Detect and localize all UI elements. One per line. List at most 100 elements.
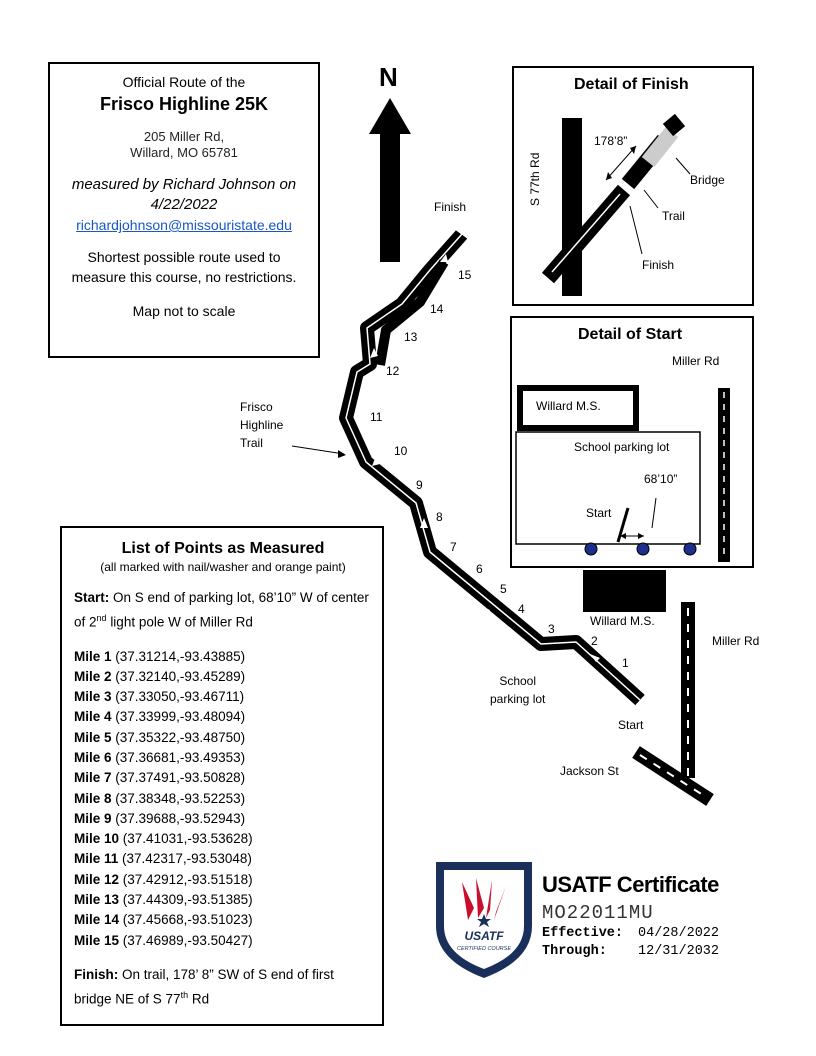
mile-marker: 12	[386, 364, 400, 378]
finish-label: Finish	[434, 200, 467, 214]
mile-point-label: Mile 13	[74, 892, 120, 908]
mile-point-label: Mile 1	[74, 648, 112, 664]
certificate-code: MO22011MU	[542, 902, 654, 924]
mile-point-label: Mile 14	[74, 912, 120, 928]
start-desc-sup: nd	[96, 613, 107, 623]
mile-point-row: Mile 5 (37.35322,-93.48750)	[74, 728, 372, 748]
trail-label: Frisco Highline Trail	[240, 398, 283, 452]
points-title: List of Points as Measured	[121, 540, 325, 557]
finish-desc-sup: th	[180, 989, 189, 1000]
mile-marker: 5	[500, 582, 507, 596]
finish-description: Finish: On trail, 178’ 8” SW of S end of…	[74, 965, 372, 1010]
mile-point-label: Mile 6	[74, 749, 112, 765]
mile-point-row: Mile 11 (37.42317,-93.53048)	[74, 849, 372, 869]
trail-label-line2: Highline	[240, 418, 284, 432]
finish-desc-text2: Rd	[191, 991, 210, 1007]
route-note-line1: Shortest possible route used to	[87, 249, 281, 265]
start-desc-text: On S end of parking lot, 68’10” W of cen…	[74, 590, 369, 630]
start-detail-label: Start	[586, 506, 612, 520]
mile-point-coords: (37.32140,-93.45289)	[115, 668, 246, 684]
info-line1: Official Route of the	[122, 74, 246, 90]
effective-label: Effective:	[542, 926, 624, 941]
mile-list: Mile 1 (37.31214,-93.43885)Mile 2 (37.32…	[74, 647, 372, 951]
finish-distance-label: 178’8”	[594, 134, 628, 148]
miller-rd-label: Miller Rd	[712, 634, 760, 648]
mile-point-row: Mile 13 (37.44309,-93.51385)	[74, 890, 372, 910]
mile-point-coords: (37.46989,-93.50427)	[122, 932, 253, 948]
mile-marker: 14	[430, 302, 444, 316]
address-line1: 205 Miller Rd,	[143, 129, 225, 144]
address-line2: Willard, MO 65781	[130, 145, 238, 160]
mile-point-row: Mile 3 (37.33050,-93.46711)	[74, 687, 372, 707]
route-note-line2: measure this course, no restrictions.	[71, 269, 297, 285]
trail-detail-label: Trail	[662, 209, 685, 223]
points-subtitle: (all marked with nail/washer and orange …	[100, 560, 346, 574]
email-link[interactable]: richardjohnson@missouristate.edu	[76, 217, 292, 233]
route-info-box: Official Route of the Frisco Highline 25…	[48, 62, 320, 358]
mile-point-label: Mile 5	[74, 729, 112, 745]
mile-marker: 10	[394, 444, 408, 458]
mile-point-label: Mile 12	[74, 871, 120, 887]
mile-point-coords: (37.39688,-93.52943)	[115, 810, 246, 826]
mile-point-label: Mile 10	[74, 831, 120, 847]
mile-marker: 1	[622, 656, 629, 670]
mile-point-row: Mile 15 (37.46989,-93.50427)	[74, 931, 372, 951]
start-school-label: Willard M.S.	[536, 399, 601, 413]
start-detail-title: Detail of Start	[578, 326, 683, 343]
badge-subtext: CERTIFIED COURSE	[457, 946, 511, 952]
mile-point-row: Mile 1 (37.31214,-93.43885)	[74, 647, 372, 667]
race-name: Frisco Highline 25K	[99, 94, 269, 114]
north-label: N	[379, 62, 398, 92]
jackson-st-label: Jackson St	[560, 764, 619, 778]
through-label: Through:	[542, 944, 607, 959]
effective-row: Effective: 04/28/2022	[542, 926, 719, 941]
mile-point-coords: (37.31214,-93.43885)	[115, 648, 246, 664]
mile-point-coords: (37.36681,-93.49353)	[115, 749, 246, 765]
mile-point-label: Mile 11	[74, 851, 119, 867]
mile-point-row: Mile 6 (37.36681,-93.49353)	[74, 748, 372, 768]
trail-pointer-arrow	[291, 445, 346, 458]
finish-detail-title: Detail of Finish	[574, 76, 689, 93]
start-label: Start	[618, 718, 644, 732]
start-miller-rd-label: Miller Rd	[672, 354, 720, 368]
measured-date: 4/22/2022	[150, 196, 218, 213]
school-lot-line1: School	[499, 674, 537, 688]
points-list-box: List of Points as Measured (all marked w…	[60, 526, 384, 1026]
mile-marker: 4	[518, 602, 525, 616]
school-lot-label: School parking lot	[490, 672, 545, 708]
direction-arrows	[370, 254, 600, 662]
mile-marker: 8	[436, 510, 443, 524]
mile-point-row: Mile 9 (37.39688,-93.52943)	[74, 809, 372, 829]
mile-point-row: Mile 4 (37.33999,-93.48094)	[74, 707, 372, 727]
address: 205 Miller Rd, Willard, MO 65781	[50, 129, 318, 161]
start-desc-text2: light pole W of Miller Rd	[110, 614, 253, 630]
mile-marker: 7	[450, 540, 457, 554]
start-description: Start: On S end of parking lot, 68’10” W…	[74, 588, 372, 633]
mile-point-row: Mile 8 (37.38348,-93.52253)	[74, 789, 372, 809]
mile-point-coords: (37.35322,-93.48750)	[115, 729, 246, 745]
jackson-st-road	[632, 746, 714, 806]
mile-point-label: Mile 15	[74, 932, 120, 948]
finish-desc-text: On trail, 178’ 8” SW of S end of first b…	[74, 966, 334, 1007]
willard-ms-building	[583, 570, 666, 612]
mile-point-label: Mile 9	[74, 810, 112, 826]
mile-point-coords: (37.42317,-93.53048)	[122, 851, 252, 867]
finish-detail-drawing	[541, 113, 691, 296]
mile-point-label: Mile 3	[74, 689, 112, 705]
mile-point-coords: (37.41031,-93.53628)	[122, 831, 253, 847]
mile-point-coords: (37.44309,-93.51385)	[122, 892, 253, 908]
mile-marker: 2	[591, 634, 598, 648]
through-date: 12/31/2032	[638, 944, 720, 959]
badge-text: USATF	[464, 929, 504, 943]
start-distance-label: 68’10”	[644, 472, 678, 486]
finish-desc-label: Finish:	[74, 966, 119, 982]
mile-point-coords: (37.38348,-93.52253)	[115, 790, 246, 806]
through-row: Through: 12/31/2032	[542, 944, 719, 959]
north-arrow-icon	[369, 98, 411, 262]
mile-point-row: Mile 14 (37.45668,-93.51023)	[74, 910, 372, 930]
mile-marker: 3	[548, 622, 555, 636]
effective-date: 04/28/2022	[638, 926, 720, 941]
mile-point-coords: (37.33999,-93.48094)	[115, 709, 246, 725]
willard-ms-label: Willard M.S.	[590, 614, 655, 628]
